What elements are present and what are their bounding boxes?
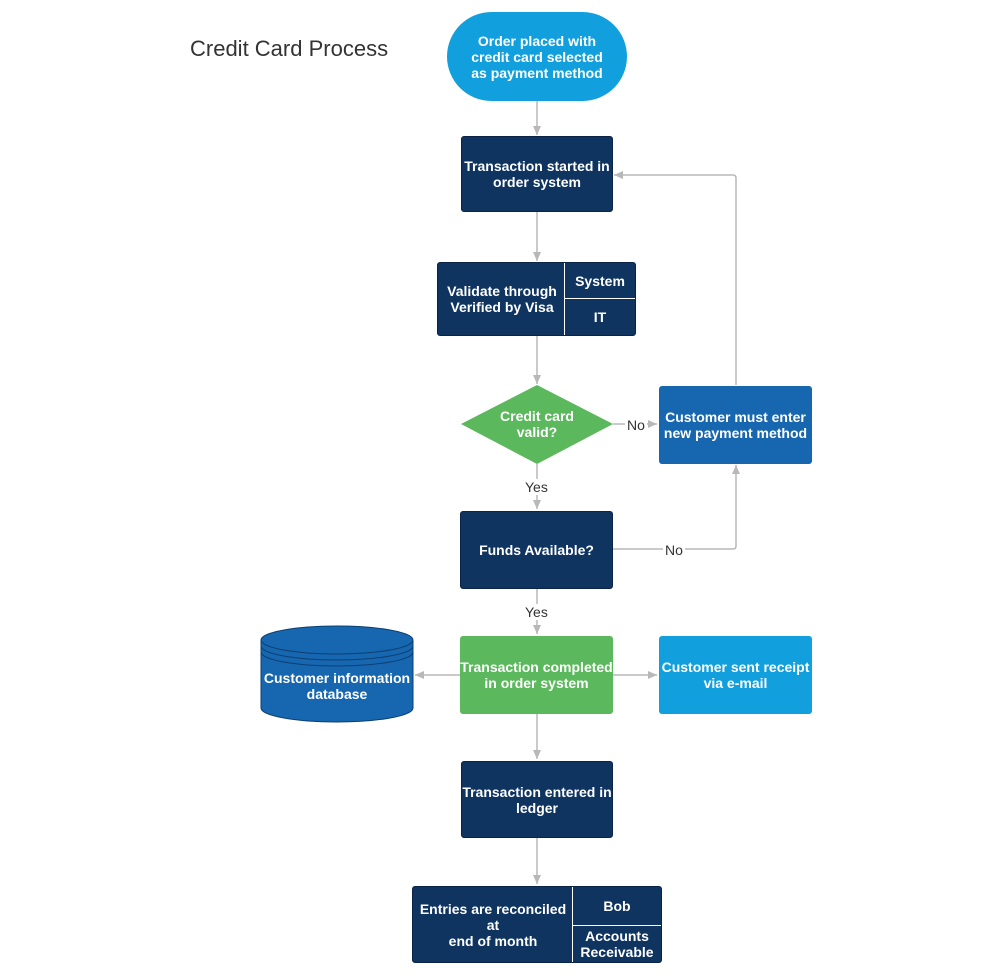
customer-database-label: Customer information database [263, 670, 411, 702]
start-label: Order placed with credit card selected a… [471, 32, 603, 81]
receipt-step: Customer sent receipt via e-mail [659, 636, 812, 714]
credit-valid-decision: Credit card valid? [485, 400, 589, 448]
ledger-step: Transaction entered in ledger [461, 761, 613, 838]
edge-funds-no [613, 465, 740, 550]
reconciled-step: Entries are reconciled at end of month B… [412, 886, 662, 963]
ledger-label: Transaction entered in ledger [462, 783, 612, 816]
new-payment-label: Customer must enter new payment method [663, 409, 808, 441]
transaction-started-label: Transaction started in order system [464, 158, 610, 190]
decision-diamond-shape [461, 385, 613, 464]
start-terminator: Order placed with credit card selected a… [447, 12, 627, 101]
validate-role-system: System [575, 272, 625, 289]
transaction-completed-step: Transaction completed in order system [460, 636, 613, 714]
database-cylinder-shape [260, 625, 414, 723]
reconciled-label: Entries are reconciled at end of month [419, 900, 567, 949]
credit-valid-label: Credit card valid? [500, 408, 574, 440]
reconciled-role-bottom-cell: Accounts Receivable [572, 926, 661, 962]
page-title: Credit Card Process [190, 36, 389, 61]
edge-label-funds-no: No [663, 542, 685, 558]
edge-new-payment-loop [614, 171, 737, 385]
validate-step: Validate through Verified by Visa System… [437, 262, 636, 336]
validate-main-cell: Validate through Verified by Visa [438, 263, 566, 335]
validate-label: Validate through Verified by Visa [447, 283, 557, 315]
funds-available-label: Funds Available? [479, 542, 594, 558]
edge-label-credit-no: No [625, 417, 647, 433]
funds-available-step: Funds Available? [460, 511, 613, 589]
reconciled-role-top-cell: Bob [572, 887, 661, 926]
reconciled-role-ar: Accounts Receivable [580, 928, 654, 960]
transaction-started-step: Transaction started in order system [461, 136, 613, 212]
reconciled-role-bob: Bob [603, 898, 631, 914]
edge-label-funds-yes: Yes [523, 604, 550, 620]
receipt-label: Customer sent receipt via e-mail [661, 659, 810, 691]
reconciled-main-cell: Entries are reconciled at end of month [413, 887, 573, 962]
new-payment-step: Customer must enter new payment method [659, 386, 812, 464]
customer-database: Customer information database [261, 660, 413, 712]
validate-role-it: IT [593, 309, 607, 325]
validate-role-top-cell: System [564, 263, 635, 299]
edge-label-credit-yes: Yes [523, 479, 550, 495]
validate-role-bottom-cell: IT [564, 299, 635, 335]
transaction-completed-label: Transaction completed in order system [460, 659, 613, 691]
